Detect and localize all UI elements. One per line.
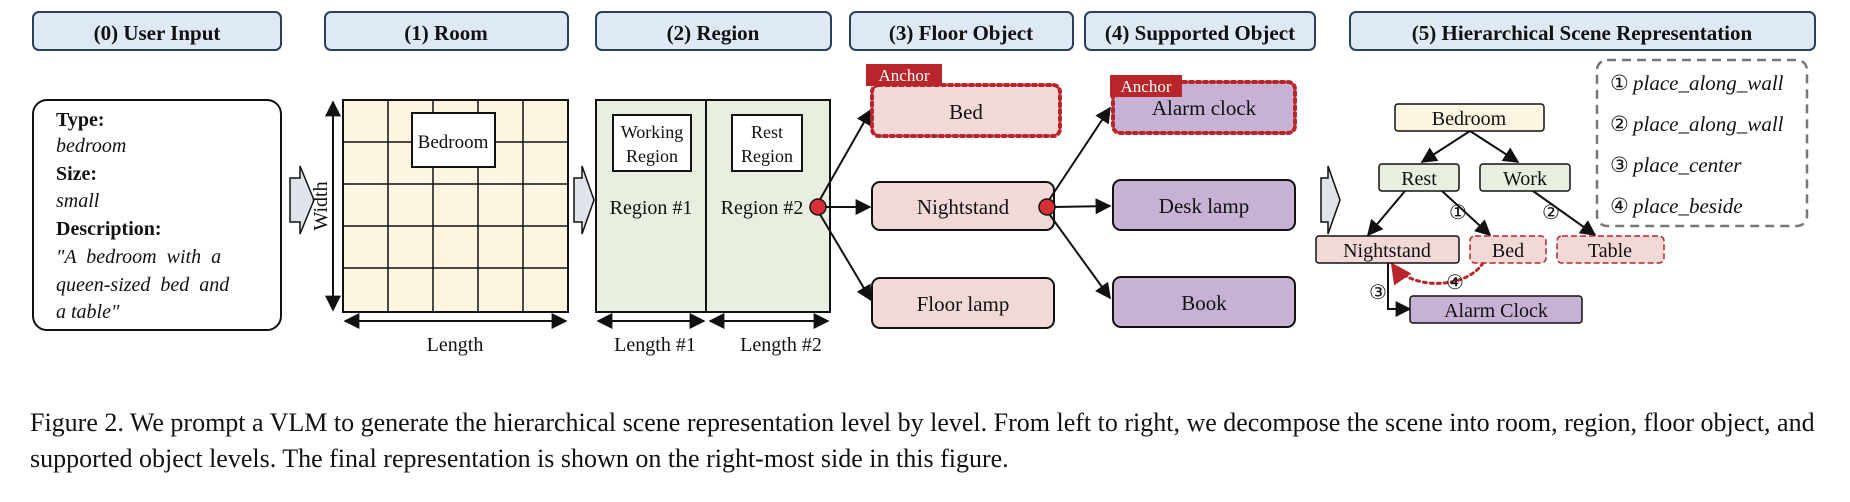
stage-title: (5) Hierarchical Scene Representation — [1412, 21, 1753, 45]
user-input-card: Type: bedroom Size: small Description: "… — [32, 99, 282, 331]
stage-header-1: (1) Room — [324, 11, 569, 51]
description-line: "A bedroom with a — [56, 246, 221, 268]
stage-title: (0) User Input — [94, 21, 221, 45]
relation-legend: ① place_along_wall ② place_along_wall ③ … — [1595, 58, 1809, 228]
supported-object-desk-lamp: Desk lamp — [1112, 179, 1296, 231]
floor-object-label: Floor lamp — [917, 292, 1010, 316]
edge-bedroom-work — [1469, 130, 1520, 163]
node-label: Table — [1588, 240, 1632, 262]
width-label: Width — [310, 181, 332, 230]
region-anchor-dot — [809, 198, 827, 216]
length-2-label: Length #2 — [740, 334, 822, 356]
floor-object-label: Nightstand — [917, 195, 1010, 219]
stage-title: (1) Room — [404, 21, 488, 45]
description-label: Description: — [56, 218, 162, 240]
arrow-region-to-floor-lamp — [817, 210, 872, 302]
region-1-label: Region #1 — [610, 197, 693, 219]
stage-title: (3) Floor Object — [889, 21, 1033, 45]
stage-title: (4) Supported Object — [1105, 21, 1295, 45]
floor-object-label: Bed — [949, 100, 983, 124]
stage-chevron-icon — [573, 165, 595, 235]
legend-relation: place_beside — [1631, 194, 1743, 218]
node-label: Rest — [1401, 168, 1437, 190]
arrow-nightstand-to-desk-lamp — [1053, 198, 1112, 215]
arrow-nightstand-to-book — [1046, 210, 1111, 300]
description-line: a table" — [56, 301, 120, 323]
edge-rest-bed — [1441, 190, 1492, 237]
region-2-label: Region #2 — [721, 197, 804, 219]
working-region-label: Region — [626, 146, 678, 166]
relation-number: ② — [1542, 202, 1560, 224]
length-label: Length — [427, 334, 484, 356]
stage-header-5: (5) Hierarchical Scene Representation — [1349, 11, 1816, 51]
stage-header-4: (4) Supported Object — [1084, 11, 1316, 51]
supported-object-label: Desk lamp — [1159, 194, 1249, 218]
node-nightstand: Nightstand — [1315, 235, 1460, 264]
edge-work-table — [1532, 190, 1597, 236]
stage-chevron-icon — [1320, 165, 1341, 235]
figure-caption: Figure 2. We prompt a VLM to generate th… — [30, 408, 1815, 473]
nightstand-anchor-dot — [1038, 198, 1056, 216]
node-alarm-clock: Alarm Clock — [1409, 295, 1583, 324]
node-work: Work — [1479, 163, 1571, 192]
node-label: Work — [1503, 168, 1547, 190]
room-grid: Bedroom — [342, 99, 569, 313]
floor-anchor-tag: Anchor — [866, 64, 942, 86]
node-rest: Rest — [1378, 163, 1460, 192]
legend-relation: place_center — [1631, 153, 1742, 177]
scene-diagram: (0) User Input (1) Room (2) Region (3) F… — [32, 11, 1816, 356]
stage-title: (2) Region — [667, 21, 760, 45]
type-label: Type: — [56, 109, 105, 131]
legend-relation: place_along_wall — [1631, 112, 1784, 136]
stage-header-0: (0) User Input — [32, 11, 282, 51]
supported-object-label: Book — [1181, 291, 1227, 315]
node-bed: Bed — [1469, 235, 1547, 264]
stage-header-3: (3) Floor Object — [849, 11, 1074, 51]
edge-beside-relation — [1390, 261, 1485, 286]
stage-chevron-icon — [289, 165, 315, 235]
legend-number: ① — [1610, 71, 1629, 95]
node-bedroom: Bedroom — [1394, 103, 1545, 132]
working-region-label: Working — [621, 122, 684, 142]
node-label: Bed — [1492, 240, 1524, 262]
rest-region-label: Rest — [751, 122, 783, 142]
relation-number: ④ — [1446, 272, 1464, 294]
node-table: Table — [1556, 235, 1665, 264]
edge-nightstand-alarm-clock — [1387, 262, 1412, 317]
anchor-label: Anchor — [1121, 77, 1172, 96]
relation-number: ③ — [1369, 282, 1387, 304]
floor-object-bed: Bed — [870, 83, 1062, 138]
arrow-nightstand-to-alarm-clock — [1046, 106, 1111, 204]
description-line: queen-sized bed and — [56, 274, 230, 296]
legend-number: ④ — [1610, 194, 1629, 218]
floor-object-floor-lamp: Floor lamp — [871, 277, 1055, 329]
supported-object-label: Alarm clock — [1152, 96, 1257, 120]
region-panel: Working Region Rest Region Region #1 Reg… — [595, 99, 831, 313]
legend-number: ② — [1610, 112, 1629, 136]
edge-bedroom-rest — [1420, 130, 1471, 163]
length-1-label: Length #1 — [614, 334, 696, 356]
size-value: small — [56, 190, 100, 212]
rest-region-box — [731, 114, 803, 172]
arrow-region-to-bed — [817, 108, 872, 204]
edge-rest-nightstand — [1366, 190, 1406, 237]
anchor-label: Anchor — [879, 66, 930, 85]
supported-anchor-tag: Anchor — [1110, 75, 1182, 97]
supported-object-book: Book — [1112, 276, 1296, 328]
size-label: Size: — [56, 163, 97, 185]
room-type-label: Bedroom — [418, 132, 489, 153]
node-label: Alarm Clock — [1444, 300, 1548, 322]
stage-header-2: (2) Region — [595, 11, 832, 51]
legend-relation: place_along_wall — [1631, 71, 1784, 95]
node-label: Nightstand — [1343, 240, 1431, 262]
rest-region-label: Region — [741, 146, 793, 166]
type-value: bedroom — [56, 135, 126, 157]
node-label: Bedroom — [1432, 108, 1507, 130]
relation-number: ① — [1449, 202, 1467, 224]
legend-number: ③ — [1610, 153, 1629, 177]
floor-object-nightstand: Nightstand — [871, 181, 1055, 231]
working-region-box — [612, 114, 692, 172]
